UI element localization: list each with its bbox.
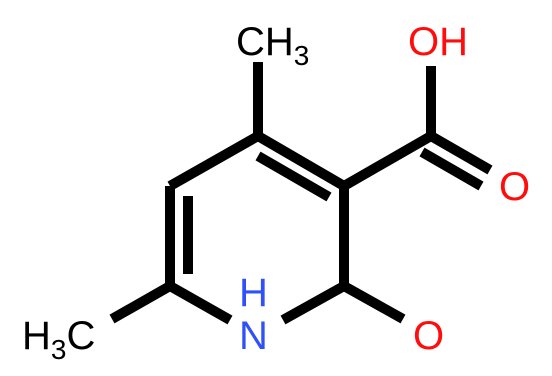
bond-carboxyl-o-b <box>419 147 484 191</box>
bond-c3-c4 <box>255 131 347 191</box>
methyl-top-label: CH3 <box>236 20 309 71</box>
bond-c3-carboxyl <box>341 131 434 191</box>
bond-n-c2 <box>280 281 347 325</box>
ring-nh-label: N <box>239 314 268 358</box>
bond-c4-c5 <box>167 131 261 191</box>
bond-c3-c4-double <box>255 151 332 202</box>
ring-nh-h-label: H <box>239 271 268 315</box>
bond-c2-o <box>341 281 406 324</box>
bonds <box>109 62 493 325</box>
bond-c6-methyl <box>109 281 173 324</box>
bond-c6-n <box>167 281 233 325</box>
ketone-o-label: O <box>413 314 444 358</box>
carbonyl-acid-o-label: O <box>499 165 530 209</box>
bond-carboxyl-o-a <box>428 131 493 175</box>
atom-labels: CH3 OH O H3C N H O <box>22 20 530 365</box>
hydroxyl-label: OH <box>408 20 468 64</box>
methyl-left-label: H3C <box>22 314 95 365</box>
